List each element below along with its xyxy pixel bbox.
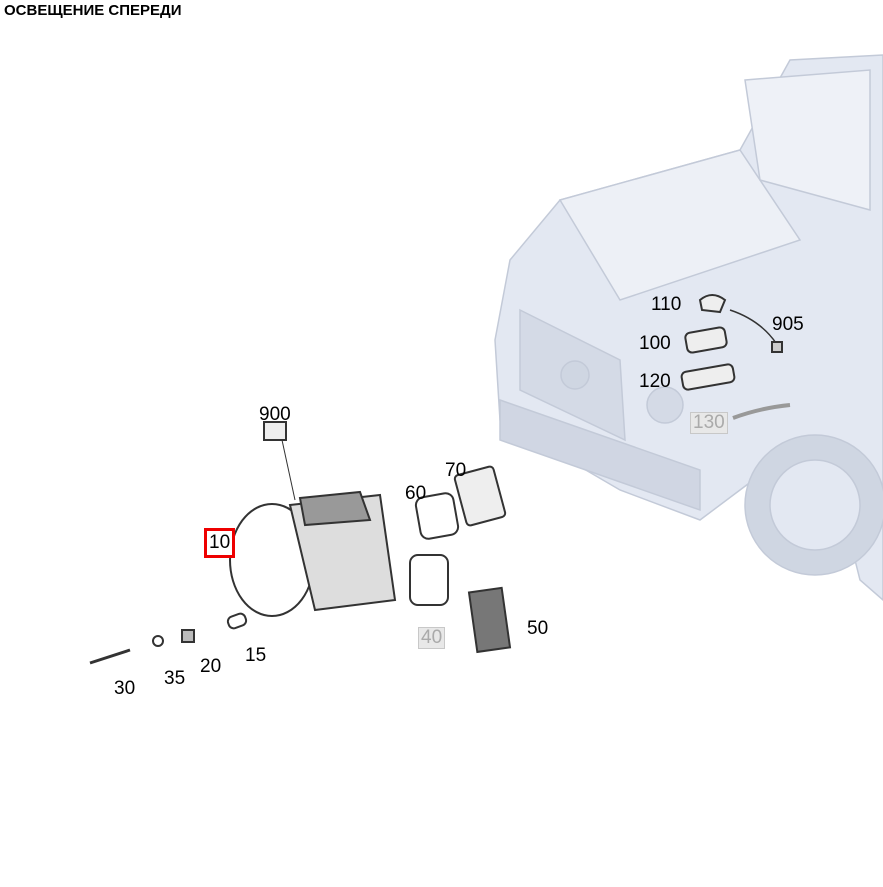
part-label-20[interactable]: 20 [200, 656, 222, 677]
part-900-shape [263, 421, 287, 441]
part-label-35[interactable]: 35 [164, 668, 186, 689]
part-label-60[interactable]: 60 [405, 483, 427, 504]
part-label-30[interactable]: 30 [114, 678, 136, 699]
part-label-900[interactable]: 900 [259, 404, 291, 425]
part-label-110[interactable]: 110 [651, 294, 682, 315]
part-label-130-unavailable[interactable]: 130 [690, 412, 728, 434]
part-label-10-selected[interactable]: 10 [204, 528, 236, 558]
vehicle-illustration [494, 54, 883, 601]
page-title: ОСВЕЩЕНИЕ СПЕРЕДИ [4, 2, 182, 19]
part-label-70[interactable]: 70 [445, 460, 467, 481]
part-shapes [89, 294, 791, 665]
part-label-100[interactable]: 100 [639, 333, 671, 354]
part-label-50[interactable]: 50 [527, 618, 549, 639]
part-label-905[interactable]: 905 [772, 314, 804, 335]
part-label-15[interactable]: 15 [245, 645, 267, 666]
part-label-120[interactable]: 120 [639, 371, 671, 392]
part-label-40-unavailable[interactable]: 40 [418, 627, 446, 649]
